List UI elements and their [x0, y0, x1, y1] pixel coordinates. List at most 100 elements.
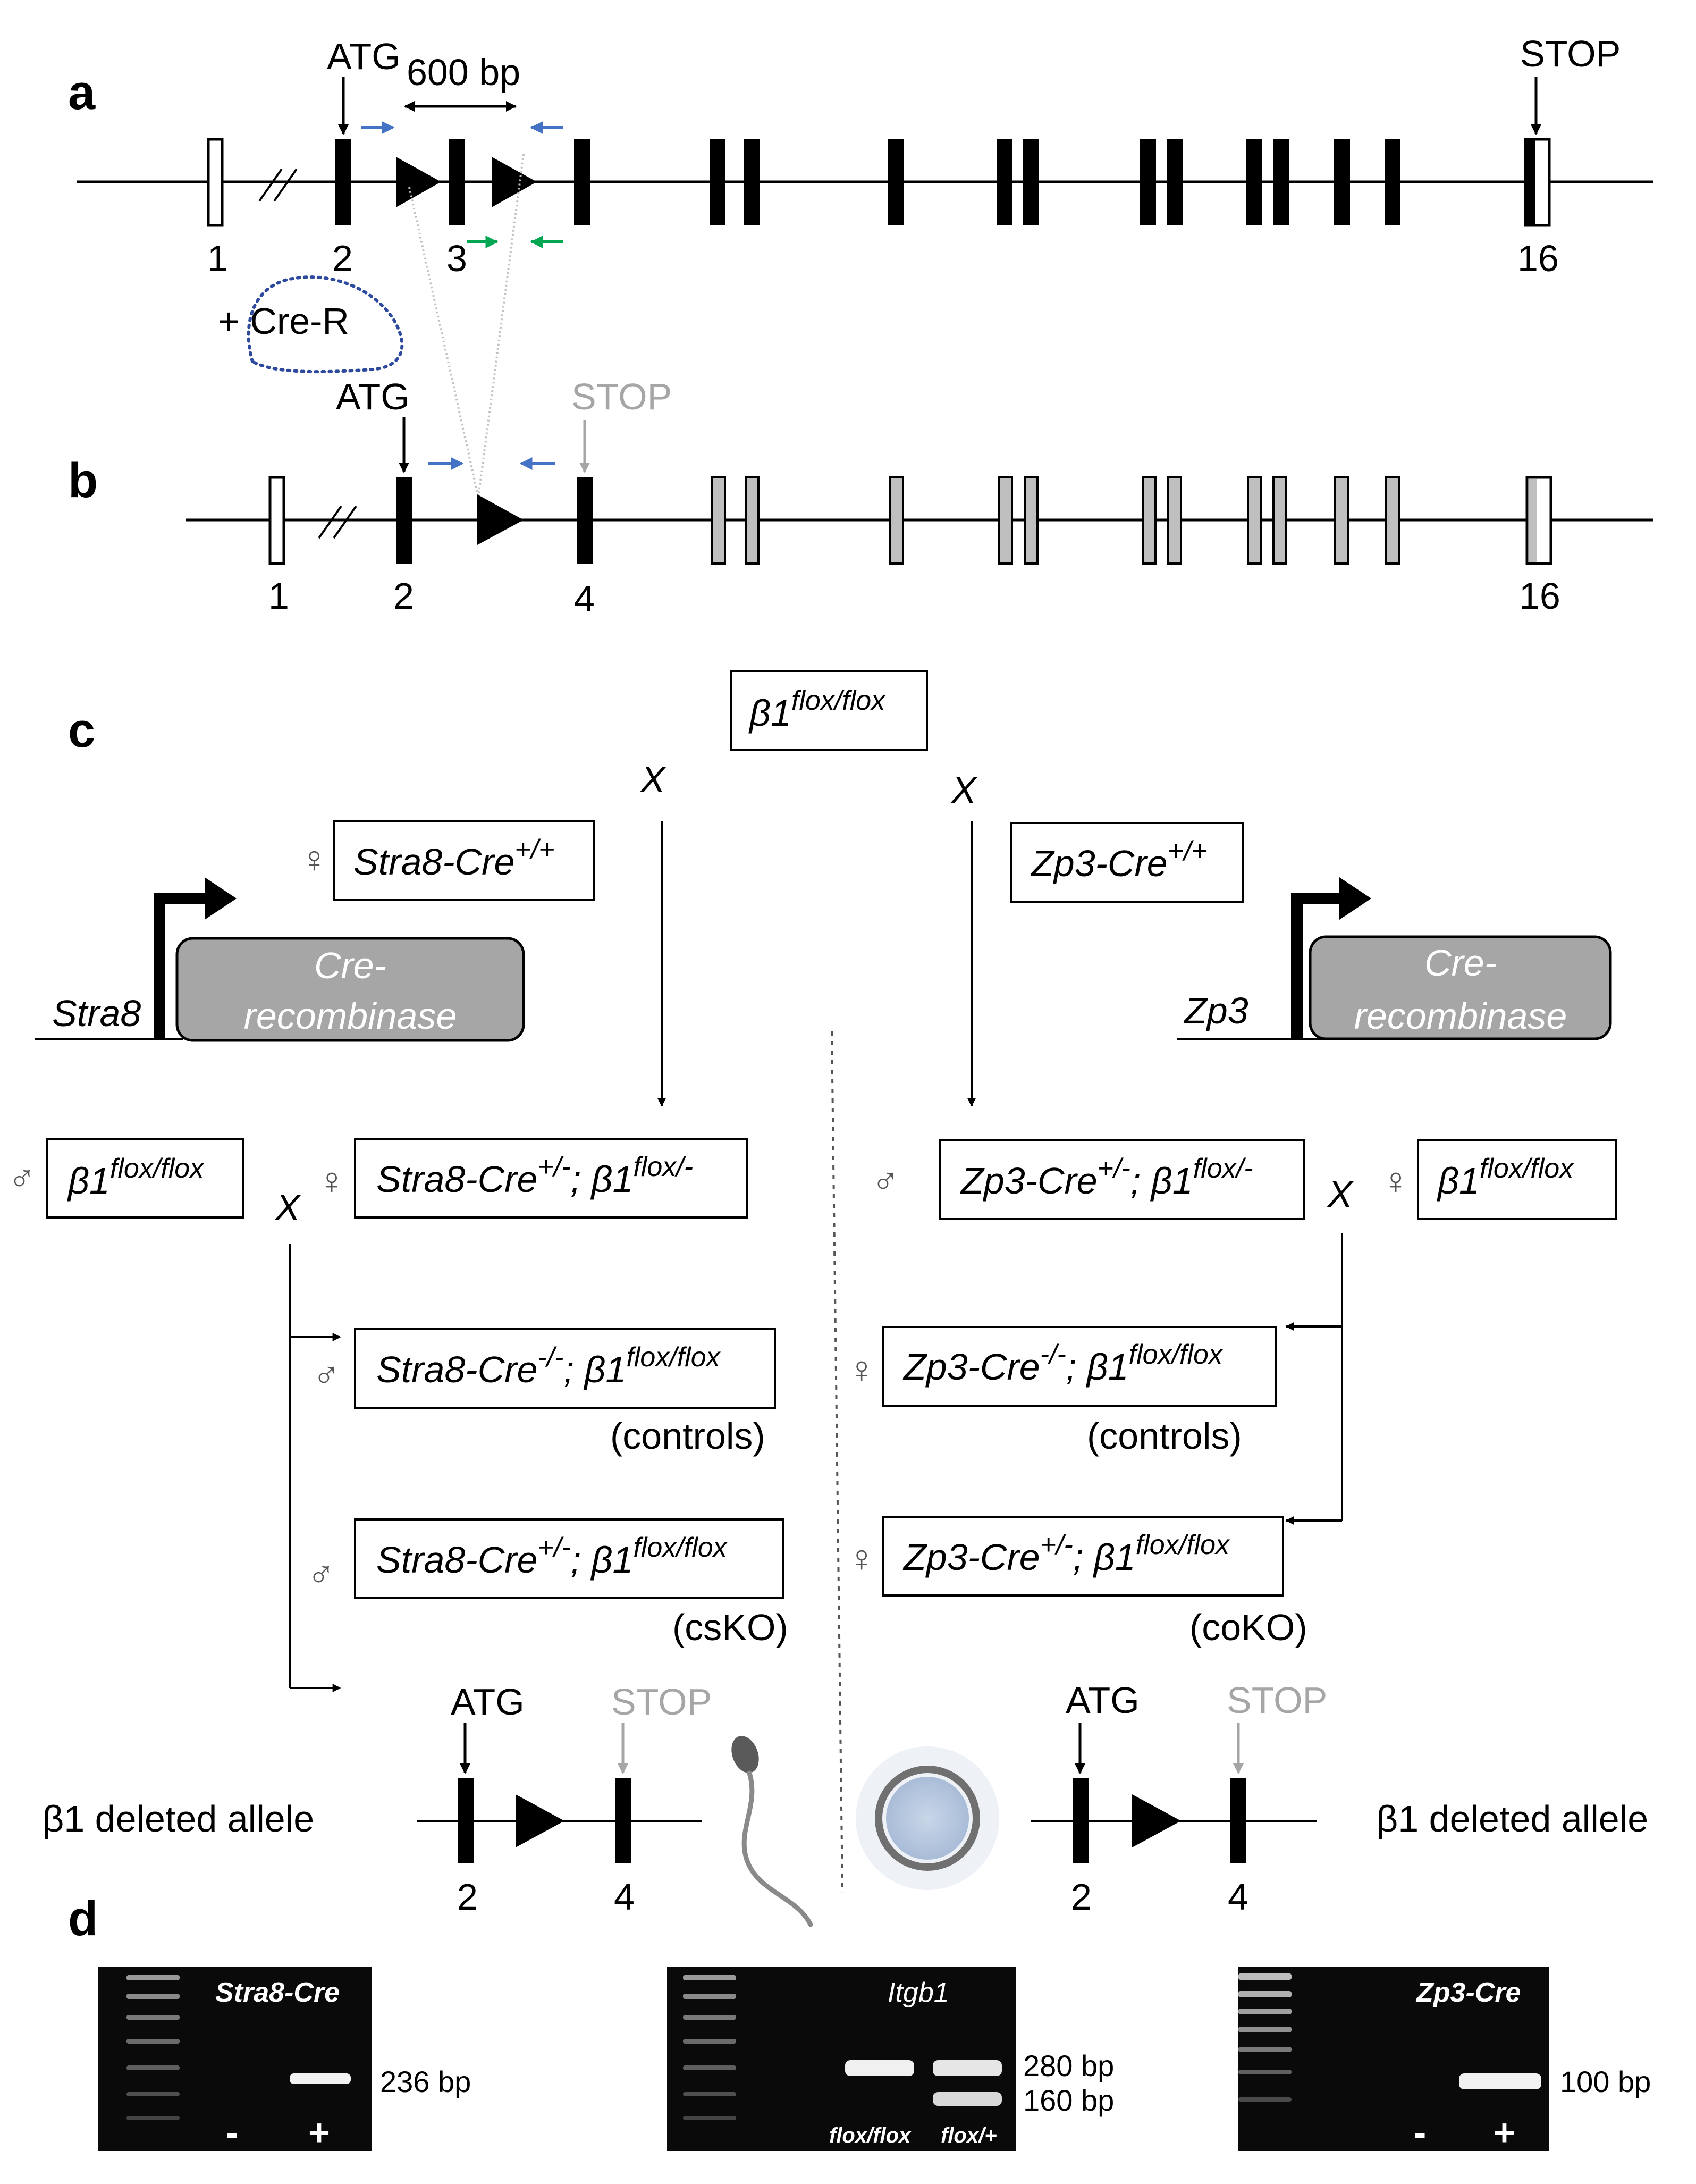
panel-label-a: a [68, 65, 96, 120]
cre-label: recombinase [1354, 995, 1567, 1037]
deleted-allele-label: β1 deleted allele [43, 1798, 314, 1839]
exon-label-4: 4 [574, 578, 595, 619]
atg-label: ATG [327, 36, 401, 77]
exon-label-16: 16 [1519, 575, 1560, 617]
exon [744, 139, 760, 225]
control-note: (controls) [610, 1415, 765, 1457]
exon-label-4: 4 [614, 1876, 635, 1918]
panel-label-b: b [68, 453, 98, 508]
gel-itgb1 [667, 1967, 1016, 2151]
exon-label-16: 16 [1517, 238, 1559, 279]
stop-label-gray: STOP [1227, 1679, 1327, 1721]
exon [1334, 139, 1350, 225]
panel-label-d: d [68, 1892, 98, 1946]
male-symbol: ♂ [8, 1157, 36, 1199]
cross-symbol: X [950, 769, 977, 811]
oocyte-icon [856, 1746, 999, 1890]
exon-noncoding [1334, 476, 1349, 565]
cre-recombinase-blob [247, 275, 404, 374]
genotype-box-male-parent [46, 1138, 244, 1219]
exon [1167, 139, 1183, 225]
lane-label: flox/flox [829, 2124, 912, 2147]
promoter-arrow [1291, 893, 1345, 1039]
genotype-zp3-ko: Zp3-Cre+/-; β1flox/flox [902, 1530, 1230, 1578]
exon-label-2: 2 [457, 1876, 478, 1918]
loxp-site [1132, 1794, 1181, 1847]
cre-recombinase-box [175, 937, 525, 1042]
exon-noncoding [1385, 476, 1400, 565]
loxp-site [492, 157, 537, 207]
recombination-guide [477, 154, 525, 498]
promoter-arrow [154, 893, 210, 1039]
genotype-box-zp3-control [882, 1326, 1277, 1407]
genotype-box-stra8-parent [333, 820, 595, 901]
ko-note: (coKO) [1189, 1607, 1307, 1648]
genotype-top: β1flox/flox [748, 685, 886, 734]
gel-zp3-cre [1238, 1967, 1549, 2151]
exon [1023, 139, 1039, 225]
female-symbol: ♀ [848, 1538, 876, 1579]
genotype-stra8-control: Stra8-Cre-/-; β1flox/flox [376, 1342, 721, 1390]
genotype-box-stra8-ko [354, 1518, 784, 1599]
break-mark [258, 168, 283, 202]
female-symbol: ♀ [318, 1160, 346, 1202]
exon-label-4: 4 [1228, 1876, 1248, 1918]
lane-label: flox/+ [941, 2124, 997, 2147]
exon-noncoding [1167, 476, 1182, 565]
cross-symbol: X [274, 1187, 301, 1228]
exon-2 [335, 139, 351, 225]
genotype-stra8-parent: Stra8-Cre+/+ [353, 834, 555, 883]
stop-label: STOP [1520, 33, 1621, 74]
exon-4 [577, 477, 593, 564]
band-size: 160 bp [1023, 2084, 1114, 2117]
male-symbol: ♂ [872, 1160, 900, 1202]
lane-minus: - [1414, 2112, 1426, 2153]
genotype-stra8-ko: Stra8-Cre+/-; β1flox/flox [376, 1532, 728, 1581]
exon [1140, 139, 1156, 225]
exon-label-2: 2 [332, 238, 353, 279]
gel-title: Stra8-Cre [215, 1977, 340, 2008]
band-size: 280 bp [1023, 2049, 1114, 2082]
loxp-site [516, 1794, 564, 1847]
exon-2 [458, 1778, 474, 1863]
genotype-box-zp3-ko [882, 1516, 1284, 1597]
atg-label: ATG [451, 1681, 525, 1723]
control-note: (controls) [1087, 1415, 1242, 1457]
break-mark [273, 168, 298, 202]
distance-label: 600 bp [407, 52, 520, 93]
allele-deleted-full [186, 476, 1653, 565]
exon-2 [396, 477, 412, 564]
lane-plus: + [1494, 2112, 1515, 2153]
male-symbol: ♂ [313, 1354, 341, 1396]
genotype-zp3-parent: Zp3-Cre+/+ [1030, 836, 1208, 884]
gel-title: Itgb1 [888, 1977, 949, 2008]
exon-16-noncoding [1529, 479, 1537, 562]
atg-label: ATG [1066, 1679, 1140, 1721]
break-mark [318, 505, 342, 539]
exon-label-2: 2 [1071, 1876, 1092, 1918]
genotype-male-parent: β1flox/flox [67, 1153, 205, 1202]
genotype-box-stra8-f1 [354, 1138, 748, 1219]
exon-16-coding [1525, 139, 1535, 225]
lane-plus: + [308, 2112, 330, 2153]
exon-4 [615, 1778, 631, 1863]
band-size: 100 bp [1560, 2065, 1651, 2098]
promoter-arrowhead [205, 877, 237, 920]
cross-symbol: X [639, 759, 666, 800]
cross-symbol: X [1327, 1173, 1354, 1215]
exon [1385, 139, 1400, 225]
genotype-box-zp3-parent [1010, 822, 1244, 903]
genotype-female-parent: β1flox/flox [1437, 1153, 1574, 1202]
promoter-label: Zp3 [1183, 990, 1248, 1031]
genotype-box-zp3-f1 [939, 1139, 1305, 1220]
genotype-zp3-f1: Zp3-Cre+/-; β1flox/- [960, 1153, 1253, 1202]
lane-minus: - [226, 2112, 238, 2153]
cre-label: Cre- [1424, 942, 1497, 984]
recombinase-label: + Cre-R [218, 300, 349, 342]
center-divider [831, 1031, 843, 1893]
exon-label-1: 1 [268, 575, 289, 617]
deleted-allele-label: β1 deleted allele [1377, 1798, 1648, 1839]
exon-noncoding [745, 476, 760, 565]
stop-label-gray: STOP [611, 1681, 712, 1723]
atg-label: ATG [336, 376, 410, 417]
